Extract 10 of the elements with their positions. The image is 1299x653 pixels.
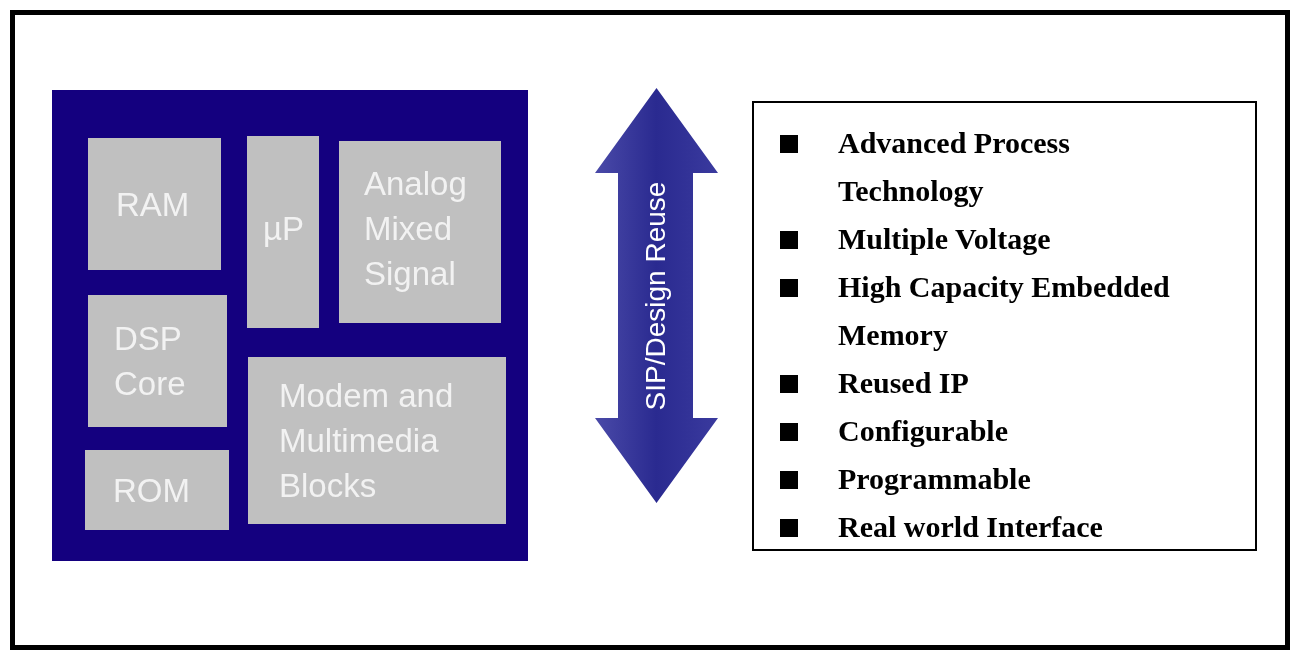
chip-panel (52, 90, 528, 561)
feature-item: Real world Interface (838, 510, 1103, 543)
arrow-label: SIP/Design Reuse (640, 181, 672, 410)
feature-item: Advanced Process Technology (838, 126, 1070, 207)
feature-item: Reused IP (838, 366, 969, 399)
feature-item: Configurable (838, 414, 1008, 447)
feature-item: High Capacity Embedded Memory (838, 270, 1170, 351)
feature-item: Multiple Voltage (838, 222, 1051, 255)
feature-item: Programmable (838, 462, 1031, 495)
feature-list-box (752, 101, 1257, 551)
